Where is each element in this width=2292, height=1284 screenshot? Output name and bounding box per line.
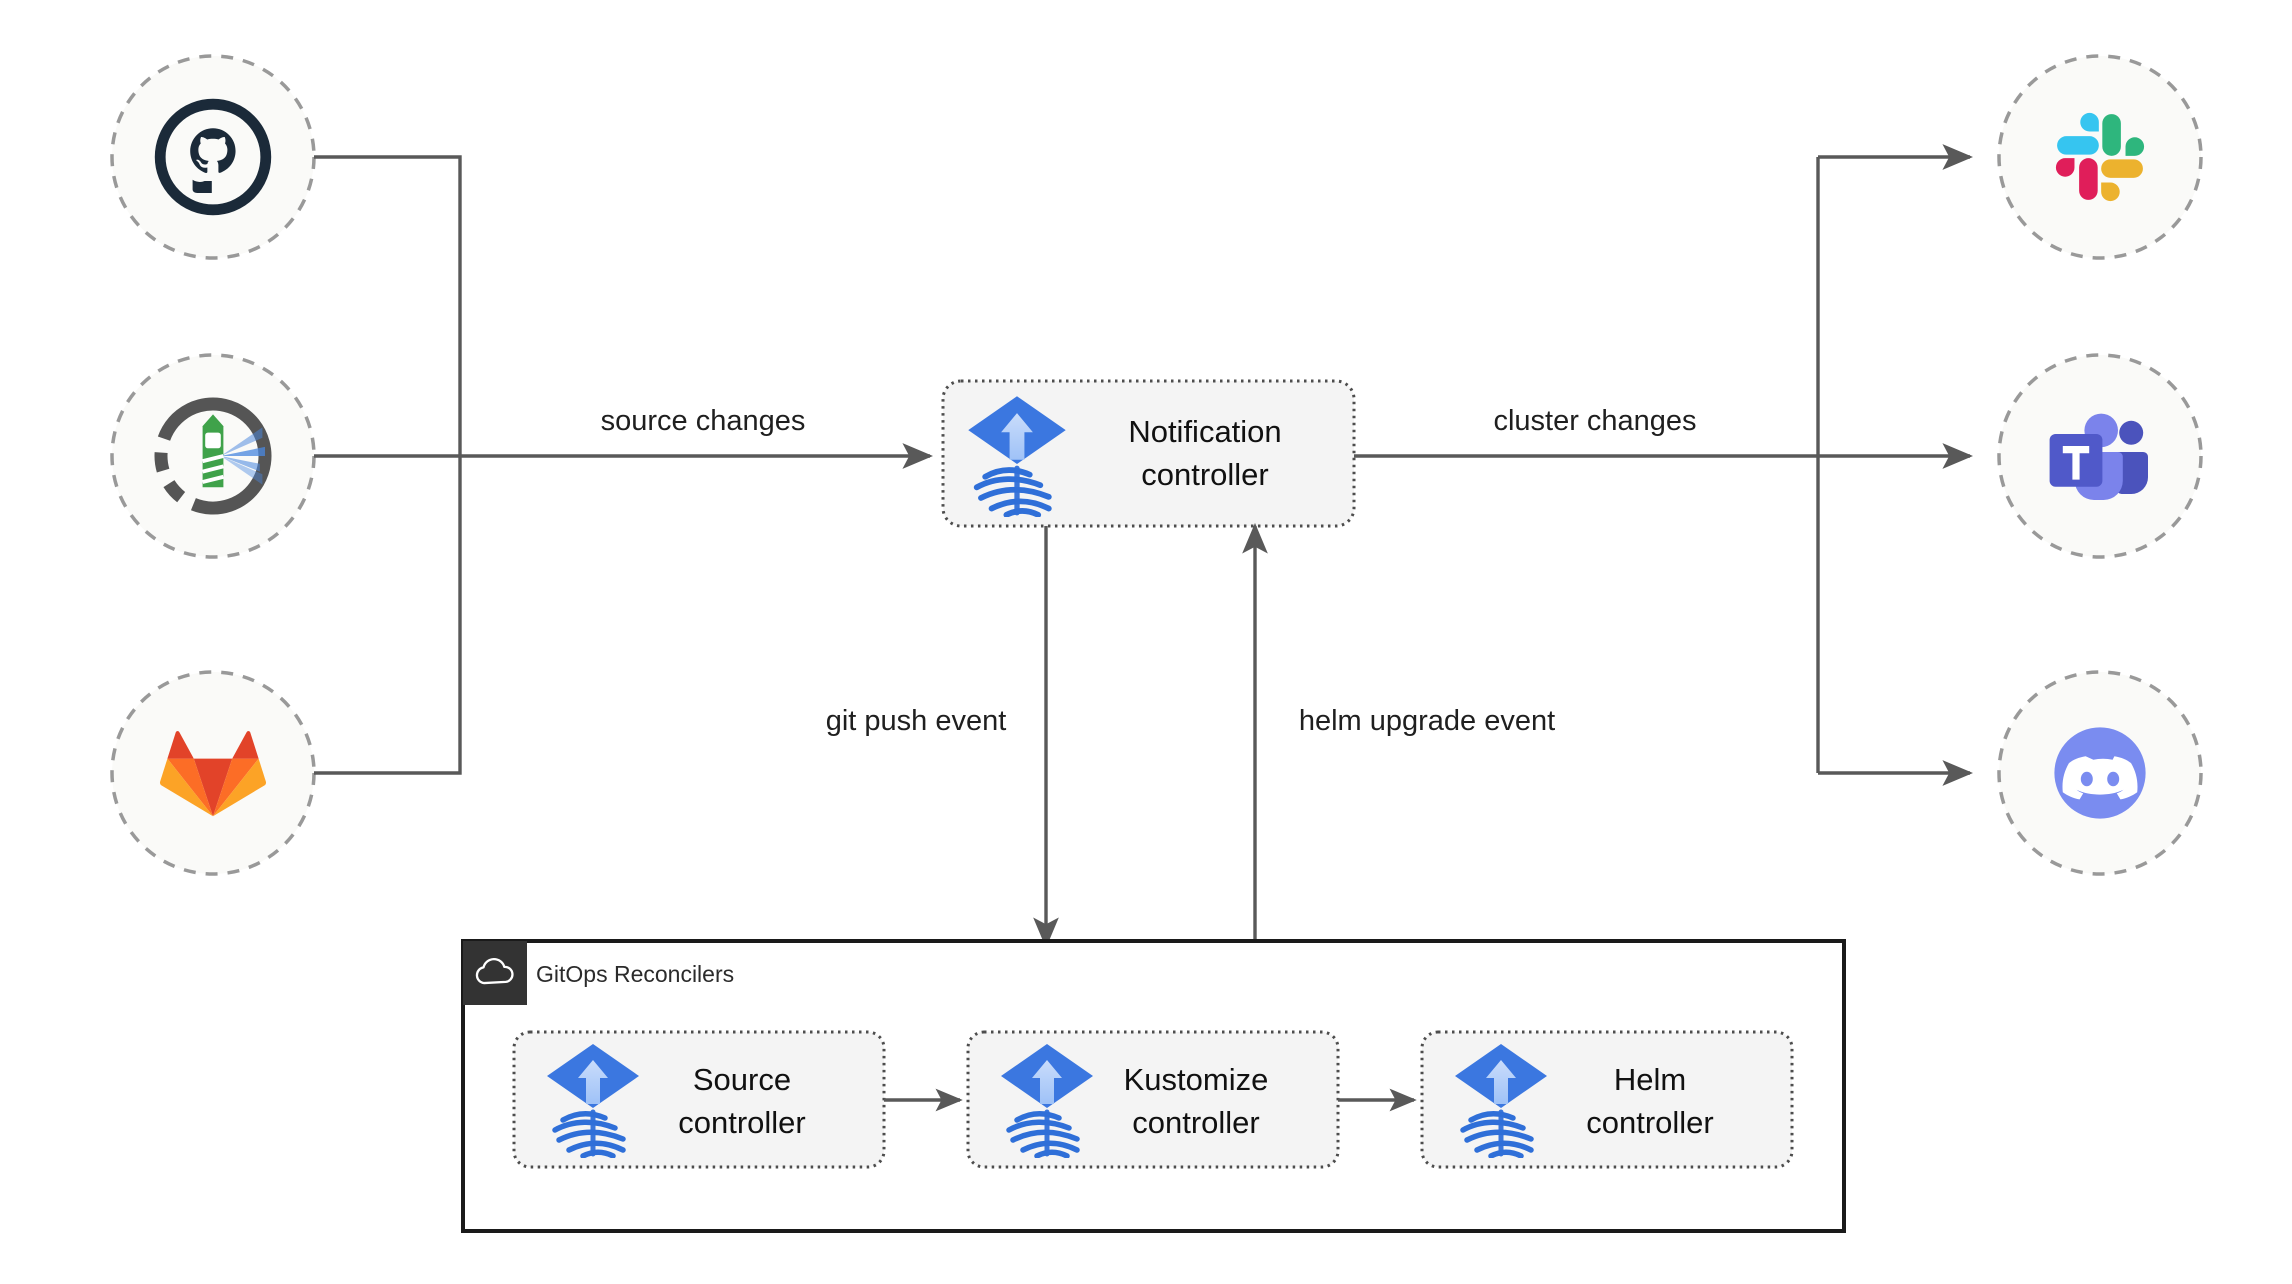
node-notification-label-line1: Notification bbox=[1128, 414, 1281, 449]
node-helm-label-line1: Helm bbox=[1614, 1062, 1686, 1097]
source-node-gitea[interactable] bbox=[110, 353, 316, 559]
group-icon-bg bbox=[463, 941, 527, 1005]
node-source-label-line2: controller bbox=[678, 1105, 806, 1140]
node-notification-label-line2: controller bbox=[1141, 457, 1269, 492]
node-helm-label-line2: controller bbox=[1586, 1105, 1714, 1140]
provider-node-ms-teams[interactable] bbox=[1997, 353, 2203, 559]
node-kustomize-label-line1: Kustomize bbox=[1124, 1062, 1269, 1097]
edge-notification-to-providers bbox=[1354, 144, 1974, 786]
edge-label-cluster-changes: cluster changes bbox=[1493, 405, 1696, 437]
node-source-controller[interactable]: Source controller bbox=[512, 1030, 886, 1169]
node-kustomize-controller[interactable]: Kustomize controller bbox=[966, 1030, 1340, 1169]
discord-icon bbox=[2054, 727, 2146, 819]
group-label: GitOps Reconcilers bbox=[536, 961, 734, 987]
edge-label-git-push-event: git push event bbox=[826, 705, 1007, 737]
node-kustomize-label-line2: controller bbox=[1132, 1105, 1260, 1140]
edge-label-source-changes: source changes bbox=[601, 405, 806, 437]
node-helm-controller[interactable]: Helm controller bbox=[1420, 1030, 1794, 1169]
node-source-label-line1: Source bbox=[693, 1062, 791, 1097]
node-notification-controller[interactable]: Notification controller bbox=[941, 379, 1356, 528]
edge-label-helm-upgrade-event: helm upgrade event bbox=[1299, 705, 1555, 737]
source-node-github[interactable] bbox=[110, 54, 316, 260]
provider-node-slack[interactable] bbox=[1997, 54, 2203, 260]
source-node-gitlab[interactable] bbox=[110, 670, 316, 876]
provider-node-discord[interactable] bbox=[1997, 670, 2203, 876]
edge-sources-to-notification bbox=[314, 155, 934, 775]
